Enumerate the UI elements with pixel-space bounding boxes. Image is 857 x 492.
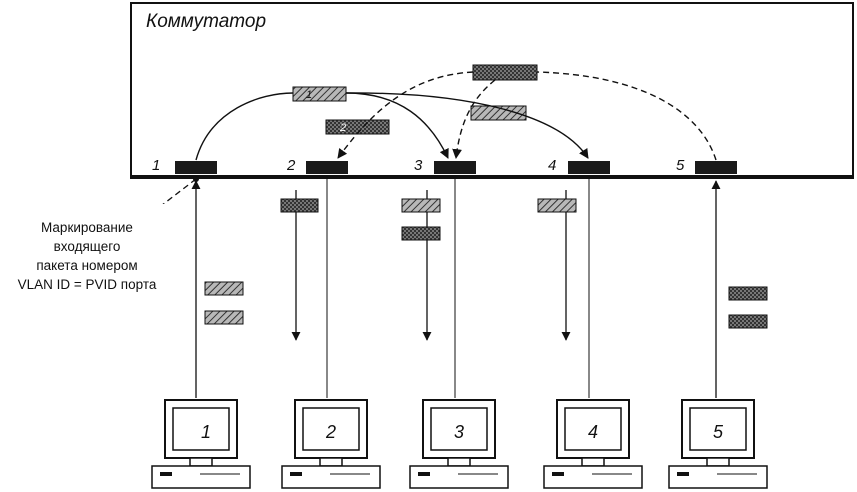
callout-line-1: Маркирование	[41, 220, 133, 235]
port-5	[695, 161, 737, 174]
computer-label-4: 4	[588, 422, 598, 442]
frame-pc4-in	[537, 198, 577, 213]
frame-vlan2-inside	[325, 119, 390, 135]
port-label-4: 4	[548, 157, 556, 174]
frame-pc1-out-a	[204, 281, 244, 296]
computer-label-2: 2	[325, 422, 336, 442]
computer-4	[543, 399, 643, 489]
switch-box	[130, 2, 854, 179]
callout-note: Маркирование входящего пакета номером VL…	[2, 204, 172, 316]
frame-pc2-in	[280, 198, 319, 213]
computer-label-1: 1	[201, 422, 211, 442]
computer-1	[151, 399, 251, 489]
computer-3	[409, 399, 509, 489]
port-4	[568, 161, 610, 174]
computer-label-5: 5	[713, 422, 724, 442]
port-label-5: 5	[676, 157, 685, 174]
computer-label-3: 3	[454, 422, 464, 442]
arc-port5-to-frame	[536, 71, 717, 161]
port-3	[434, 161, 476, 174]
arc-to-port4	[345, 92, 589, 159]
arc-to-port2	[337, 71, 474, 159]
frame-pc1-out-b	[204, 310, 244, 325]
arc-to-port3-dashed	[452, 79, 496, 159]
frame-pc3-in-b	[401, 226, 441, 241]
port-1	[175, 161, 217, 174]
frame-label-1: 1	[306, 89, 312, 101]
callout-line-4: VLAN ID = PVID порта	[17, 277, 157, 292]
callout-leader	[139, 178, 197, 223]
port-2	[306, 161, 348, 174]
callout-line-2: входящего	[53, 239, 121, 254]
frame-pc5-out-b	[728, 314, 768, 329]
callout-line-3: пакета номером	[36, 258, 138, 273]
frame-vlan1-copy-inside	[470, 105, 527, 121]
port-label-2: 2	[286, 157, 296, 174]
frame-pc3-in-a	[401, 198, 441, 213]
computer-5	[668, 399, 768, 489]
computer-2	[281, 399, 381, 489]
port-label-3: 3	[414, 157, 423, 174]
frame-pc5-out-a	[728, 286, 768, 301]
arc-port1-to-frame	[195, 92, 294, 161]
frame-vlan1-inside	[292, 86, 347, 102]
frame-broadcast-inside	[472, 64, 538, 81]
frame-label-2: 2	[339, 122, 346, 134]
port-label-1: 1	[152, 157, 160, 174]
switch-title: Коммутатор	[146, 11, 266, 32]
arc-to-port3	[345, 92, 449, 159]
